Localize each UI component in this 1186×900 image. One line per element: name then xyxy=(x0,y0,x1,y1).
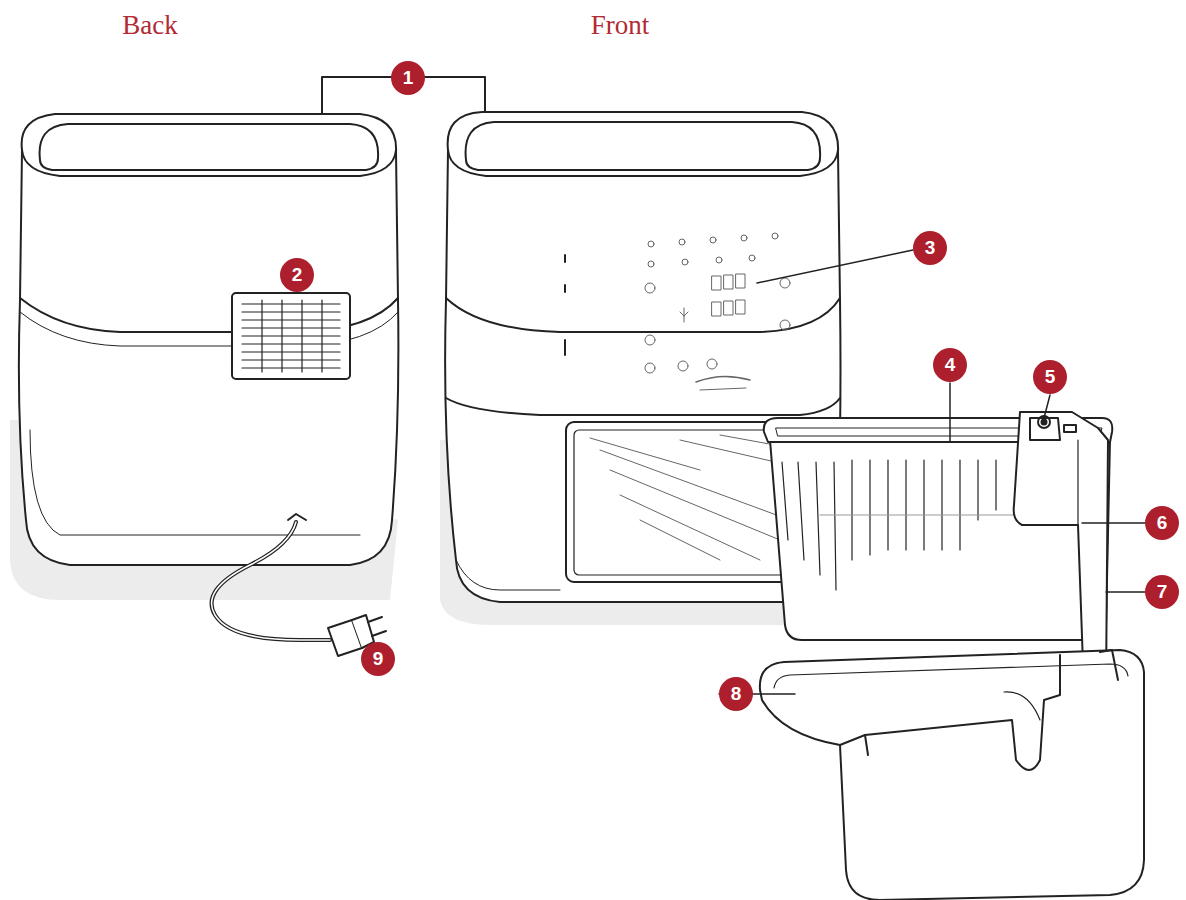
lid-edge xyxy=(448,150,838,176)
leader-lines xyxy=(719,250,1145,694)
lid-top xyxy=(40,124,379,170)
leader-line xyxy=(1106,591,1145,593)
callout-number: 9 xyxy=(361,642,395,676)
callout-number: 6 xyxy=(1145,506,1179,540)
cord-grommet xyxy=(288,514,306,520)
plug-prong xyxy=(368,617,382,622)
view-heading: Back xyxy=(90,9,210,41)
view-heading: Front xyxy=(560,9,680,41)
housing-band xyxy=(446,298,840,332)
pan-body xyxy=(760,650,1144,900)
callout-number: 4 xyxy=(933,348,967,382)
power-cord-core xyxy=(212,522,330,640)
air-vent xyxy=(232,293,350,379)
callout-number: 7 xyxy=(1145,575,1179,609)
panel-mark xyxy=(564,285,566,292)
lid-edge xyxy=(22,150,396,176)
button-guard xyxy=(1064,425,1076,432)
pan-rim-inner xyxy=(774,664,1128,688)
handle-edge xyxy=(1077,440,1078,525)
pan-edge xyxy=(865,735,868,755)
callout-number: 2 xyxy=(280,258,314,292)
leader-line xyxy=(1044,395,1050,418)
panel-mark xyxy=(564,255,566,262)
release-button-cover xyxy=(1030,418,1060,440)
leader-line xyxy=(949,383,951,442)
leader-line xyxy=(757,250,913,283)
base-edge xyxy=(456,560,560,590)
plug-prong xyxy=(372,631,386,636)
callout-number: 5 xyxy=(1033,360,1067,394)
pan-notch-edge xyxy=(1004,692,1040,720)
lid-top xyxy=(466,122,821,170)
callout-number: 3 xyxy=(913,231,947,265)
pan-front-top xyxy=(840,655,1060,770)
leader-line xyxy=(1082,522,1145,524)
control-panel xyxy=(645,233,790,390)
power-cord xyxy=(212,522,330,640)
drawer-top xyxy=(446,398,840,415)
vent-slats xyxy=(242,300,340,372)
release-button-core xyxy=(1042,420,1047,425)
housing xyxy=(19,114,399,565)
back-unit xyxy=(19,114,399,656)
base-edge xyxy=(30,430,360,535)
callout-number: 8 xyxy=(719,677,753,711)
pan-notch xyxy=(1100,650,1118,680)
panel-mark xyxy=(564,340,566,355)
callout-number: 1 xyxy=(391,61,425,95)
pan xyxy=(760,650,1144,900)
